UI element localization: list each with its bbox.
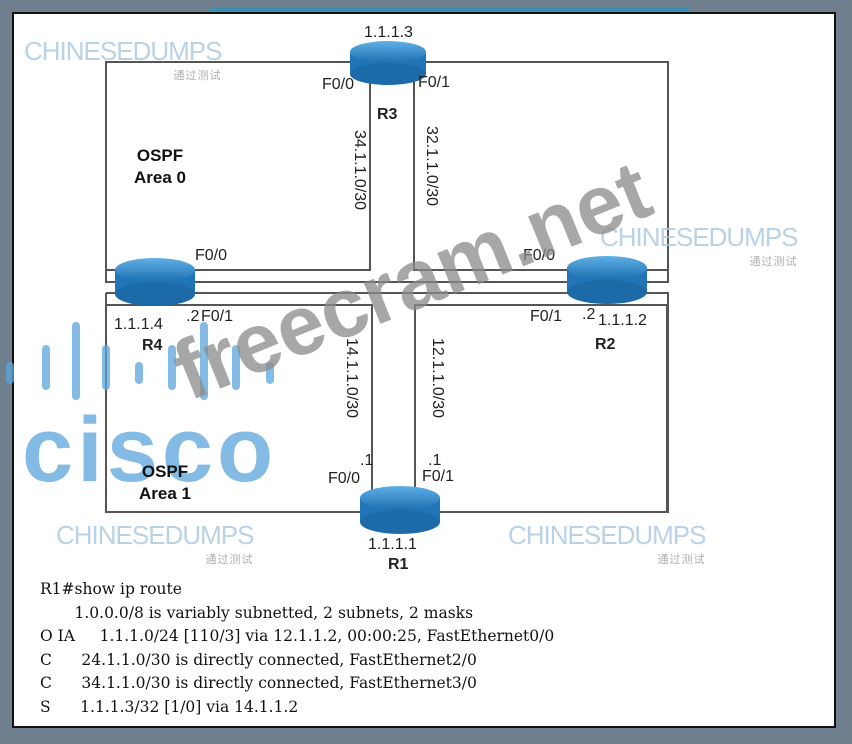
r1-port-f01: F0/1 xyxy=(422,468,455,485)
terminal-line: R1#show ip route xyxy=(40,580,182,598)
exhibit-panel xyxy=(12,12,836,728)
terminal-line: C 34.1.1.0/30 is directly connected, Fas… xyxy=(40,674,477,692)
cisco-logo-bars xyxy=(6,322,274,400)
terminal-line: O IA 1.1.1.0/24 [110/3] via 12.1.1.2, 00… xyxy=(40,627,555,645)
r4-port-f01: F0/1 xyxy=(201,308,234,325)
subnet-34: 34.1.1.0/30 xyxy=(351,130,368,211)
subnet-32: 32.1.1.0/30 xyxy=(423,126,440,207)
r1-loopback: 1.1.1.1 xyxy=(368,536,417,553)
r4-loopback: 1.1.1.4 xyxy=(114,316,163,333)
r4-addr-suffix: .2 xyxy=(186,308,200,325)
cisco-logo-watermark: cisco xyxy=(22,399,278,501)
subnet-12: 12.1.1.0/30 xyxy=(429,338,446,419)
show-ip-route-output: R1#show ip route 1.0.0.0/8 is variably s… xyxy=(40,578,554,719)
r1-addr-suffix-right: .1 xyxy=(428,452,442,469)
r4-port-f00: F0/0 xyxy=(195,247,228,264)
terminal-line: 1.0.0.0/8 is variably subnetted, 2 subne… xyxy=(40,603,474,622)
terminal-line: C 24.1.1.0/30 is directly connected, Fas… xyxy=(40,650,477,669)
router-icon-r1[interactable] xyxy=(360,486,440,534)
top-accent-bar xyxy=(210,7,690,11)
r3-label: R3 xyxy=(377,106,398,123)
link-r4-r1 xyxy=(105,304,373,513)
terminal-line: S 1.1.1.3/32 [1/0] via 14.1.1.2 xyxy=(40,697,299,716)
router-icon-r4[interactable] xyxy=(115,258,195,306)
r3-port-f00: F0/0 xyxy=(322,76,355,93)
r1-addr-suffix-left: .1 xyxy=(360,452,374,469)
r4-label: R4 xyxy=(142,337,163,354)
router-icon-r3[interactable] xyxy=(350,41,426,85)
r2-label: R2 xyxy=(595,336,616,353)
r3-loopback: 1.1.1.3 xyxy=(364,24,413,41)
r1-label: R1 xyxy=(388,556,409,573)
r2-port-f00: F0/0 xyxy=(523,247,556,264)
router-icon-r2[interactable] xyxy=(567,256,647,304)
r2-port-f01: F0/1 xyxy=(530,308,563,325)
r2-loopback: 1.1.1.2 xyxy=(598,312,647,329)
r1-port-f00: F0/0 xyxy=(328,470,361,487)
link-r4-r2 xyxy=(105,62,669,283)
link-r2-r1 xyxy=(414,304,668,513)
r3-port-f01: F0/1 xyxy=(418,74,451,91)
r2-addr-suffix: .2 xyxy=(582,306,596,323)
